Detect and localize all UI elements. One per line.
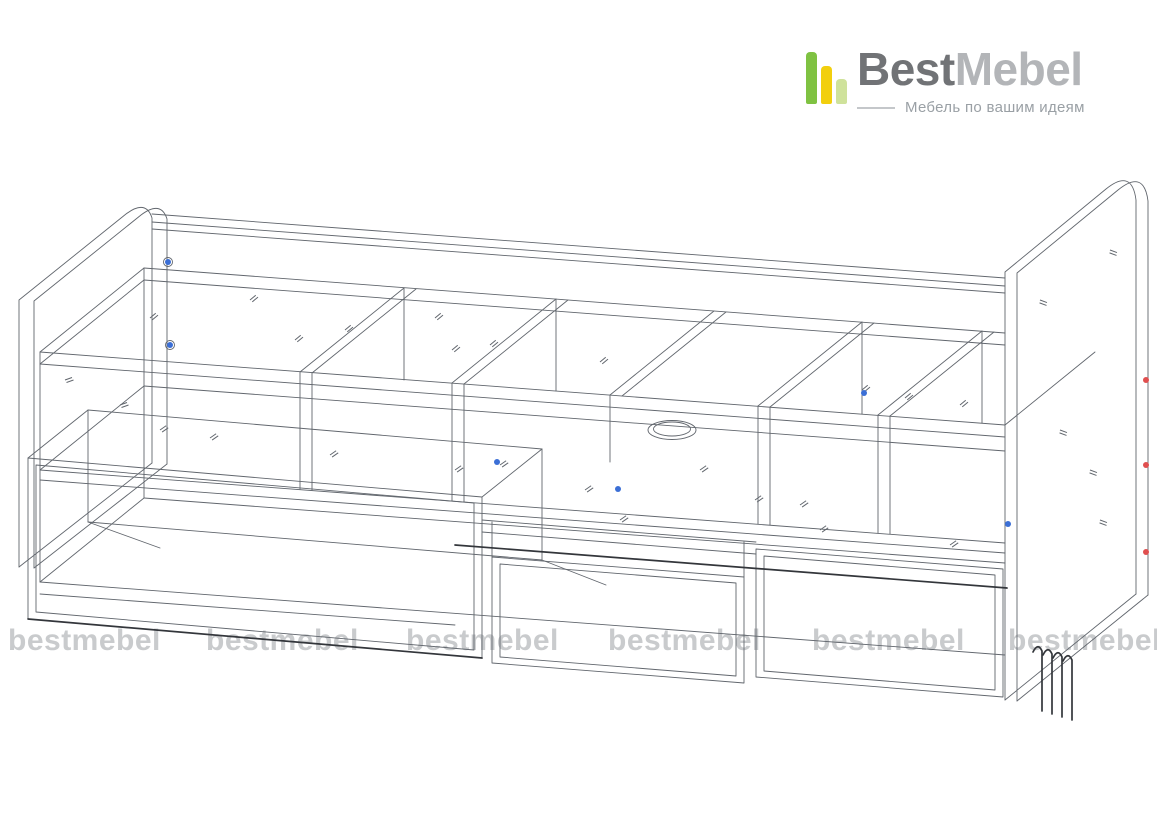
brand-logo: BestMebel Мебель по вашим идеям [806, 46, 1085, 116]
logo-bar-right [836, 79, 847, 104]
tagline-text: Мебель по вашим идеям [905, 99, 1085, 116]
accent-lines [27, 544, 1073, 721]
hardware-marks [64, 247, 1119, 548]
bar-chart-logo-icon [806, 46, 847, 104]
brand-tagline: Мебель по вашим идеям [857, 99, 1085, 116]
watermark-text: bestmebel [8, 624, 161, 657]
watermark-text: bestmebel [608, 624, 761, 657]
brand-name: BestMebel [857, 46, 1085, 92]
brand-text-block: BestMebel Мебель по вашим идеям [857, 46, 1085, 116]
watermark-text: bestmebel [812, 624, 965, 657]
logo-bar-left [806, 52, 817, 104]
blue-fitting-markers [165, 259, 1011, 527]
red-fitting-markers [1143, 377, 1149, 555]
logo-bar-middle [821, 66, 832, 104]
tagline-divider-line [857, 106, 895, 109]
wireframe-lines [18, 180, 1149, 702]
brand-name-secondary: Mebel [954, 43, 1083, 95]
brand-name-primary: Best [857, 43, 955, 95]
